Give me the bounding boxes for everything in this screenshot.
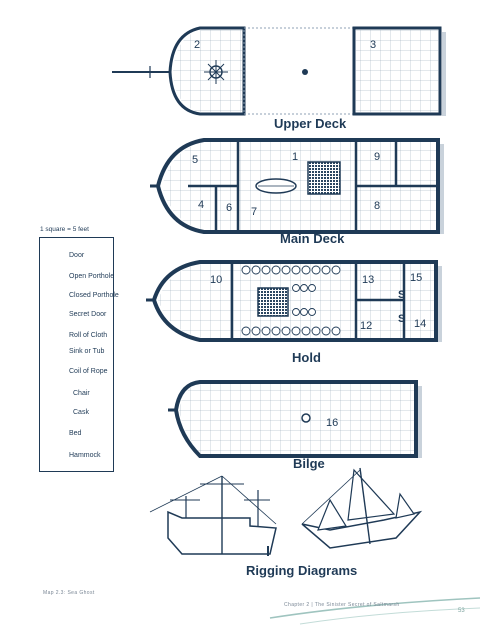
upper-deck-title: Upper Deck bbox=[274, 116, 347, 131]
hold-grate bbox=[257, 287, 289, 317]
legend-label-secret-door: Secret Door bbox=[69, 311, 107, 318]
room-number: 15 bbox=[410, 272, 423, 284]
room-number: 4 bbox=[198, 199, 205, 211]
main-deck-title: Main Deck bbox=[280, 231, 345, 246]
hold-title: Hold bbox=[292, 350, 321, 365]
room-number: 12 bbox=[360, 320, 373, 332]
mast-icon bbox=[302, 69, 308, 75]
legend-label-bed: Bed bbox=[69, 430, 82, 437]
legend-label-roll-of-cloth: Roll of Cloth bbox=[69, 332, 108, 339]
legend-label-chair: Chair bbox=[73, 390, 90, 397]
legend-label-cask: Cask bbox=[73, 409, 89, 416]
map-legend bbox=[39, 237, 114, 472]
legend-label-coil-of-rope: Coil of Rope bbox=[69, 368, 108, 375]
legend-label-door: Door bbox=[69, 252, 85, 259]
map-caption: Map 2.3: Sea Ghost bbox=[43, 590, 95, 596]
mast-base-icon bbox=[301, 413, 311, 423]
rigging-diagrams bbox=[149, 467, 423, 556]
legend-label-hammock: Hammock bbox=[69, 452, 101, 459]
rigging-perspective-view bbox=[301, 467, 423, 549]
scale-note: 1 square = 5 feet bbox=[40, 226, 89, 233]
rigging-side-view bbox=[149, 475, 277, 556]
upper-deck bbox=[112, 26, 446, 116]
rigging-diagrams-title: Rigging Diagrams bbox=[246, 563, 358, 578]
legend-label-open-porthole: Open Porthole bbox=[69, 273, 115, 280]
room-number: 9 bbox=[374, 151, 381, 163]
room-number: 1 bbox=[292, 151, 299, 163]
room-number: 13 bbox=[362, 274, 375, 286]
chapter-title: Chapter 2 | The Sinister Secret of Saltm… bbox=[284, 602, 400, 608]
room-number: 10 bbox=[210, 274, 223, 286]
room-number: 7 bbox=[251, 206, 258, 218]
cask-rows bbox=[241, 265, 341, 336]
bilge bbox=[168, 380, 422, 458]
open-waist bbox=[243, 27, 355, 115]
room-number: 5 bbox=[192, 154, 199, 166]
legend-label-sink-or-tub: Sink or Tub bbox=[69, 348, 105, 355]
main-deck bbox=[150, 138, 444, 234]
room-number: 16 bbox=[326, 417, 339, 429]
room-number: 3 bbox=[370, 39, 377, 51]
page-number: 53 bbox=[458, 608, 465, 614]
bilge-title: Bilge bbox=[293, 456, 325, 471]
secret-door-icon: S bbox=[398, 313, 405, 325]
room-number: 6 bbox=[226, 202, 233, 214]
legend-label-closed-porthole: Closed Porthole bbox=[69, 292, 119, 299]
room-number: 14 bbox=[414, 318, 427, 330]
room-number: 2 bbox=[194, 39, 201, 51]
page-swoosh bbox=[269, 597, 480, 625]
hold: S S bbox=[146, 260, 442, 342]
cargo-grate bbox=[307, 161, 341, 195]
secret-door-icon: S bbox=[398, 289, 405, 301]
room-number: 8 bbox=[374, 200, 381, 212]
